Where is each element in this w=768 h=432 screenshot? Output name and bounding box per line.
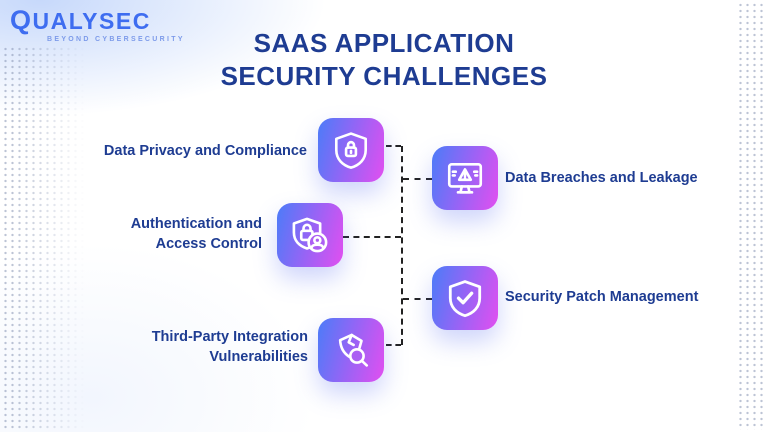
challenge-label-text: Data Breaches and Leakage [505, 170, 698, 186]
fragment-magnifier-icon [338, 333, 369, 367]
shield-lock-user-icon [292, 217, 328, 253]
shield-lock-icon [334, 132, 368, 169]
challenge-icon-data-privacy [318, 118, 384, 182]
challenge-icon-third-party [318, 318, 384, 382]
connector-third-party [386, 344, 401, 346]
challenge-label-patch-management: Security Patch Management [505, 287, 698, 307]
challenge-label-text: Data Privacy and Compliance [103, 143, 307, 159]
challenge-icon-authentication [277, 203, 343, 267]
page-title: SAAS APPLICATION SECURITY CHALLENGES [0, 27, 768, 93]
challenge-label-line2: Access Control [155, 236, 262, 252]
challenge-label-data-privacy: Data Privacy and Compliance [104, 141, 307, 161]
challenge-label-third-party: Third-Party Integration Vulnerabilities [152, 327, 308, 367]
challenge-label-authentication: Authentication and Access Control [131, 214, 262, 254]
logo-brand-text: QUALYSEC [10, 5, 151, 35]
connector-vertical-line [401, 146, 403, 345]
page-title-line2: SECURITY CHALLENGES [220, 61, 548, 91]
connector-data-breaches [403, 178, 432, 180]
connector-data-privacy [386, 145, 401, 147]
connector-patch-management [403, 298, 432, 300]
challenge-label-data-breaches: Data Breaches and Leakage [505, 168, 698, 188]
challenge-label-line2: Vulnerabilities [209, 349, 308, 365]
challenge-label-text: Security Patch Management [505, 289, 699, 305]
challenge-icon-patch-management [432, 266, 498, 330]
monitor-alert-icon [447, 163, 483, 194]
challenge-label-line1: Authentication and [130, 216, 262, 232]
challenge-icon-data-breaches [432, 146, 498, 210]
logo-tagline: BEYOND CYBERSECURITY [47, 36, 185, 43]
challenge-label-line1: Third-Party Integration [151, 329, 308, 345]
qualysec-logo: QUALYSEC BEYOND CYBERSECURITY [10, 5, 185, 44]
page-title-line1: SAAS APPLICATION [253, 28, 515, 58]
dot-pattern-left [2, 46, 86, 430]
shield-check-icon [448, 280, 482, 318]
connector-authentication [343, 236, 401, 238]
